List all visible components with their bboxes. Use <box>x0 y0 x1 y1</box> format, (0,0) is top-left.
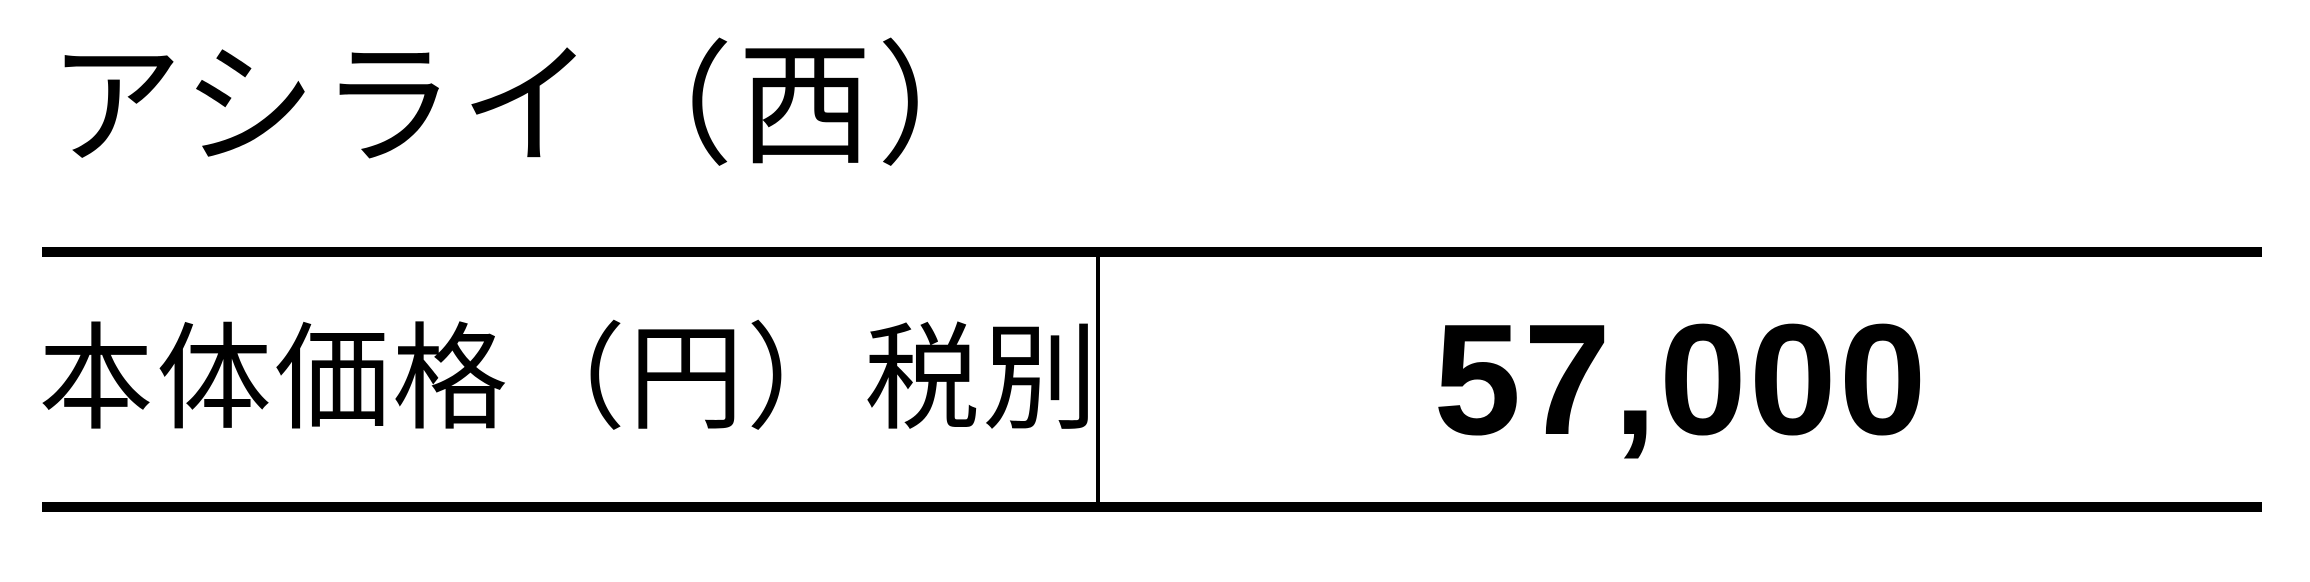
price-value-cell: 57,000 <box>1100 257 2262 502</box>
price-label: 本体価格（円）税別 <box>38 311 1100 447</box>
price-value: 57,000 <box>1433 291 1929 468</box>
price-table: 本体価格（円）税別 57,000 <box>38 247 2262 512</box>
product-title: アシライ（西） <box>48 28 1016 185</box>
price-label-cell: 本体価格（円）税別 <box>38 257 1100 502</box>
